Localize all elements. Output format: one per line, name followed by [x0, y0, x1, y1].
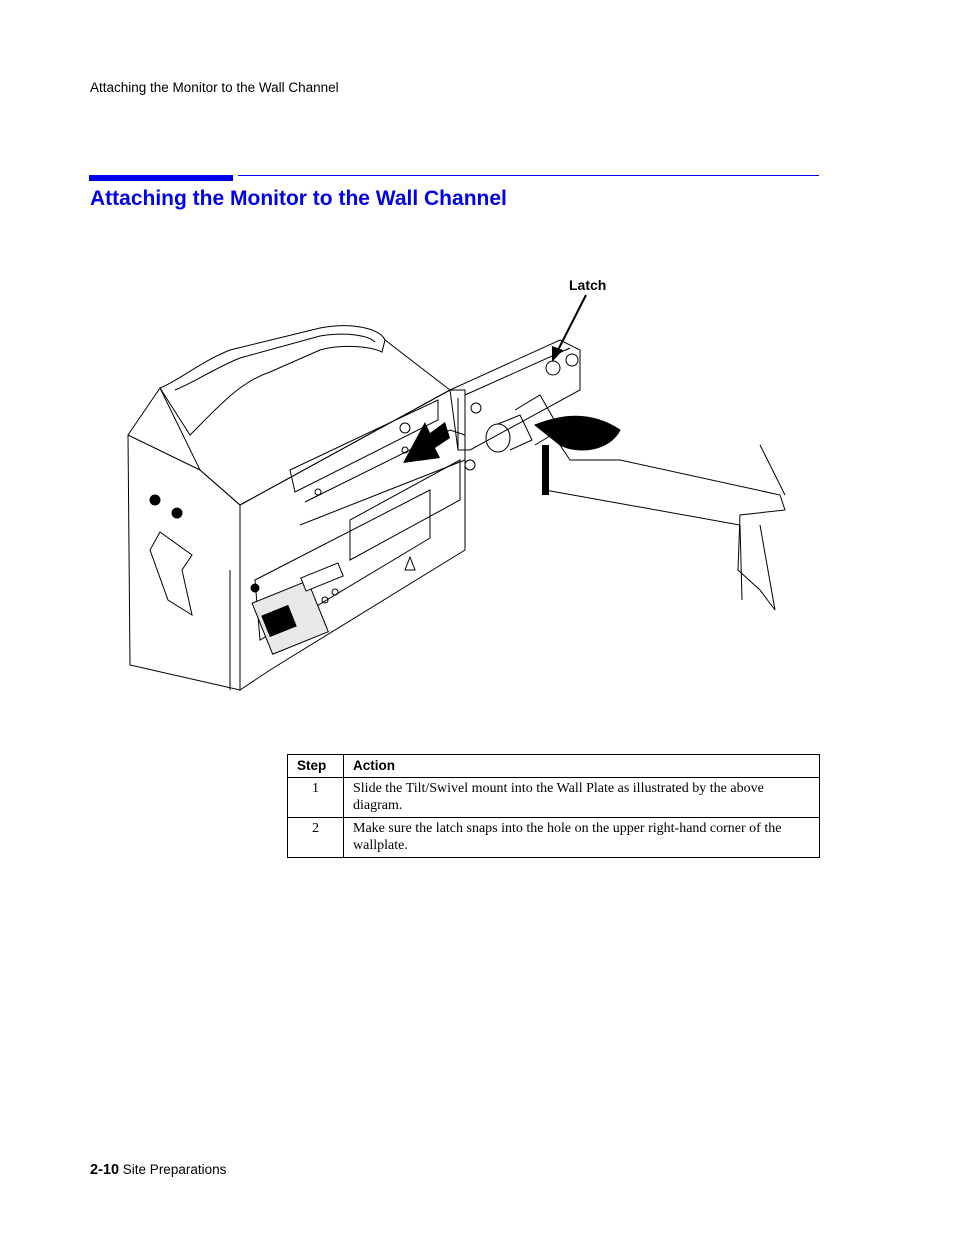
page-number: 2-10 — [90, 1162, 120, 1178]
wall-mount-figure: Latch — [120, 270, 820, 700]
section-rule-thin — [238, 175, 819, 176]
slide-direction-arrow — [403, 422, 450, 463]
monitor-body — [127, 387, 241, 691]
step-action: Slide the Tilt/Swivel mount into the Wal… — [343, 777, 820, 818]
table-header-row: Step Action — [287, 754, 820, 778]
step-column-header: Step — [287, 754, 344, 778]
table-row: 1 Slide the Tilt/Swivel mount into the W… — [287, 777, 820, 818]
section-rule-thick — [89, 175, 233, 181]
step-action: Make sure the latch snaps into the hole … — [343, 817, 820, 858]
page-footer: 2-10 Site Preparations — [90, 1162, 226, 1178]
chapter-name: Site Preparations — [122, 1162, 227, 1177]
monitor-handle — [159, 325, 386, 436]
table-row: 2 Make sure the latch snaps into the hol… — [287, 817, 820, 858]
running-header: Attaching the Monitor to the Wall Channe… — [90, 80, 339, 95]
section-title: Attaching the Monitor to the Wall Channe… — [90, 187, 507, 210]
step-number: 1 — [287, 777, 344, 818]
latch-callout-arrowhead — [552, 346, 563, 362]
monitor-wall-channel-illustration: Latch — [127, 277, 786, 691]
action-column-header: Action — [343, 754, 820, 778]
tilt-swivel-arm — [534, 415, 621, 451]
latch-callout-label: Latch — [569, 277, 606, 293]
step-number: 2 — [287, 817, 344, 858]
steps-table: Step Action 1 Slide the Tilt/Swivel moun… — [287, 754, 820, 858]
